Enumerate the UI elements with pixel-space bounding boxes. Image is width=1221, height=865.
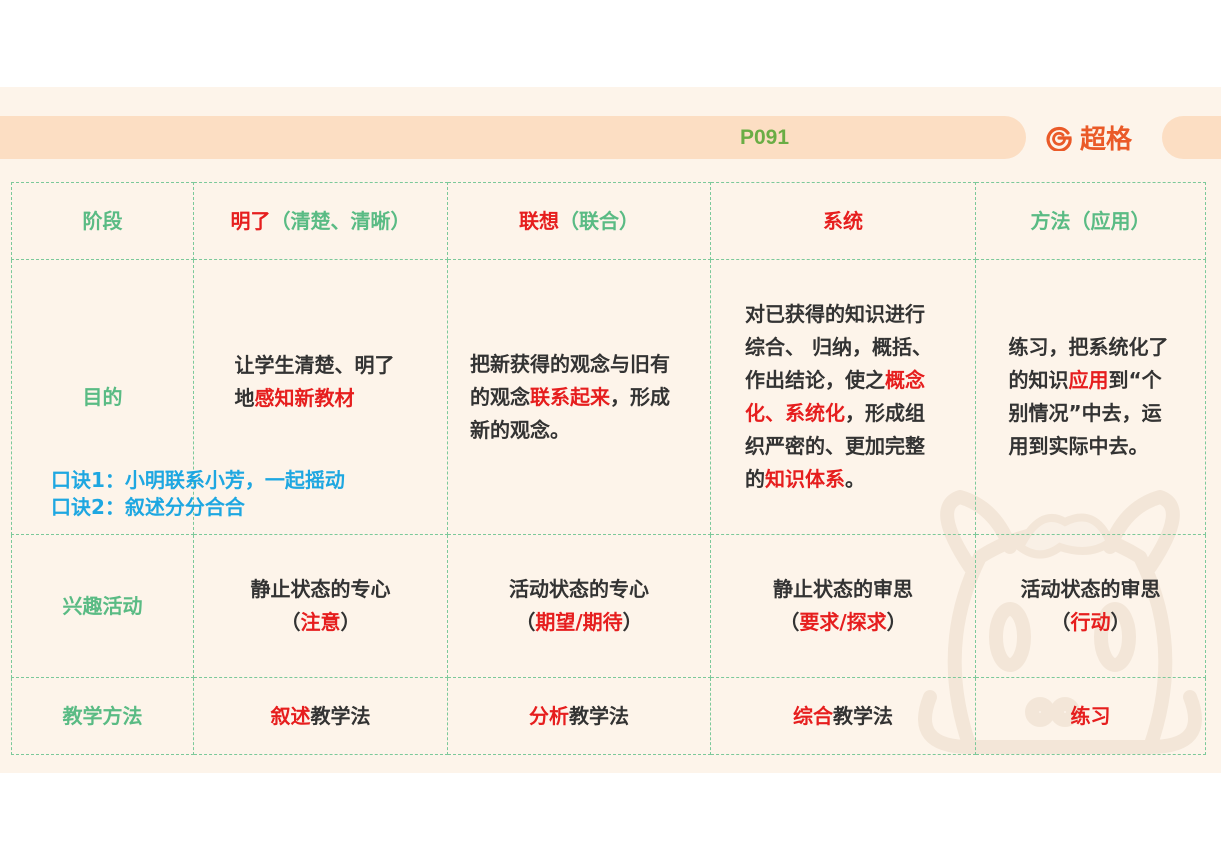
table-row-stage: 阶段 明了（清楚、清晰） 联想（联合） 系统 方法（应用） <box>11 182 1206 260</box>
interest-clarity: 静止状态的专心（注意） <box>193 534 448 678</box>
purpose-method: 练习，把系统化了的知识应用到“个别情况”中去，运用到实际中去。 <box>975 259 1206 535</box>
table-row-purpose: 目的 让学生清楚、明了地感知新教材 把新获得的观念与旧有的观念联系起来，形成新的… <box>11 259 1206 535</box>
header-stage-system: 系统 <box>710 182 976 260</box>
header-bar <box>0 116 1026 159</box>
row-label-stage: 阶段 <box>11 182 194 260</box>
method-method: 练习 <box>975 677 1206 755</box>
page-number: P091 <box>740 126 790 149</box>
interest-method: 活动状态的审思（行动） <box>975 534 1206 678</box>
method-system: 综合教学法 <box>710 677 976 755</box>
header-pill-decoration <box>1162 116 1221 159</box>
header-stage-clarity: 明了（清楚、清晰） <box>193 182 448 260</box>
purpose-association: 把新获得的观念与旧有的观念联系起来，形成新的观念。 <box>447 259 711 535</box>
row-label-interest: 兴趣活动 <box>11 534 194 678</box>
brand-name: 超格 <box>1080 125 1133 155</box>
page: P091 超格 阶段 明了（清楚、清晰） 联想（联合） <box>0 87 1221 773</box>
header-stage-association: 联想（联合） <box>447 182 711 260</box>
teaching-stages-table: 阶段 明了（清楚、清晰） 联想（联合） 系统 方法（应用） 目的 让学生清楚、明… <box>11 182 1206 755</box>
header-stage-method: 方法（应用） <box>975 182 1206 260</box>
row-label-purpose: 目的 <box>11 259 194 535</box>
g-logo-icon <box>1046 126 1072 151</box>
purpose-system: 对已获得的知识进行综合、 归纳，概括、作出结论，使之概念化、系统化，形成组织严密… <box>710 259 976 535</box>
mnemonic-line-2: 口诀2：叙述分分合合 <box>51 495 245 519</box>
row-label-method: 教学方法 <box>11 677 194 755</box>
purpose-clarity: 让学生清楚、明了地感知新教材 <box>193 259 448 535</box>
brand-logo: 超格 <box>1046 116 1132 159</box>
table-row-method: 教学方法 叙述教学法 分析教学法 综合教学法 练习 <box>11 677 1206 755</box>
mnemonics: 口诀1：小明联系小芳，一起摇动 口诀2：叙述分分合合 <box>51 467 345 521</box>
interest-association: 活动状态的专心（期望/期待） <box>447 534 711 678</box>
interest-system: 静止状态的审思（要求/探求） <box>710 534 976 678</box>
table-row-interest: 兴趣活动 静止状态的专心（注意） 活动状态的专心（期望/期待） 静止状态的审思（… <box>11 534 1206 678</box>
method-association: 分析教学法 <box>447 677 711 755</box>
method-clarity: 叙述教学法 <box>193 677 448 755</box>
mnemonic-line-1: 口诀1：小明联系小芳，一起摇动 <box>51 468 345 492</box>
